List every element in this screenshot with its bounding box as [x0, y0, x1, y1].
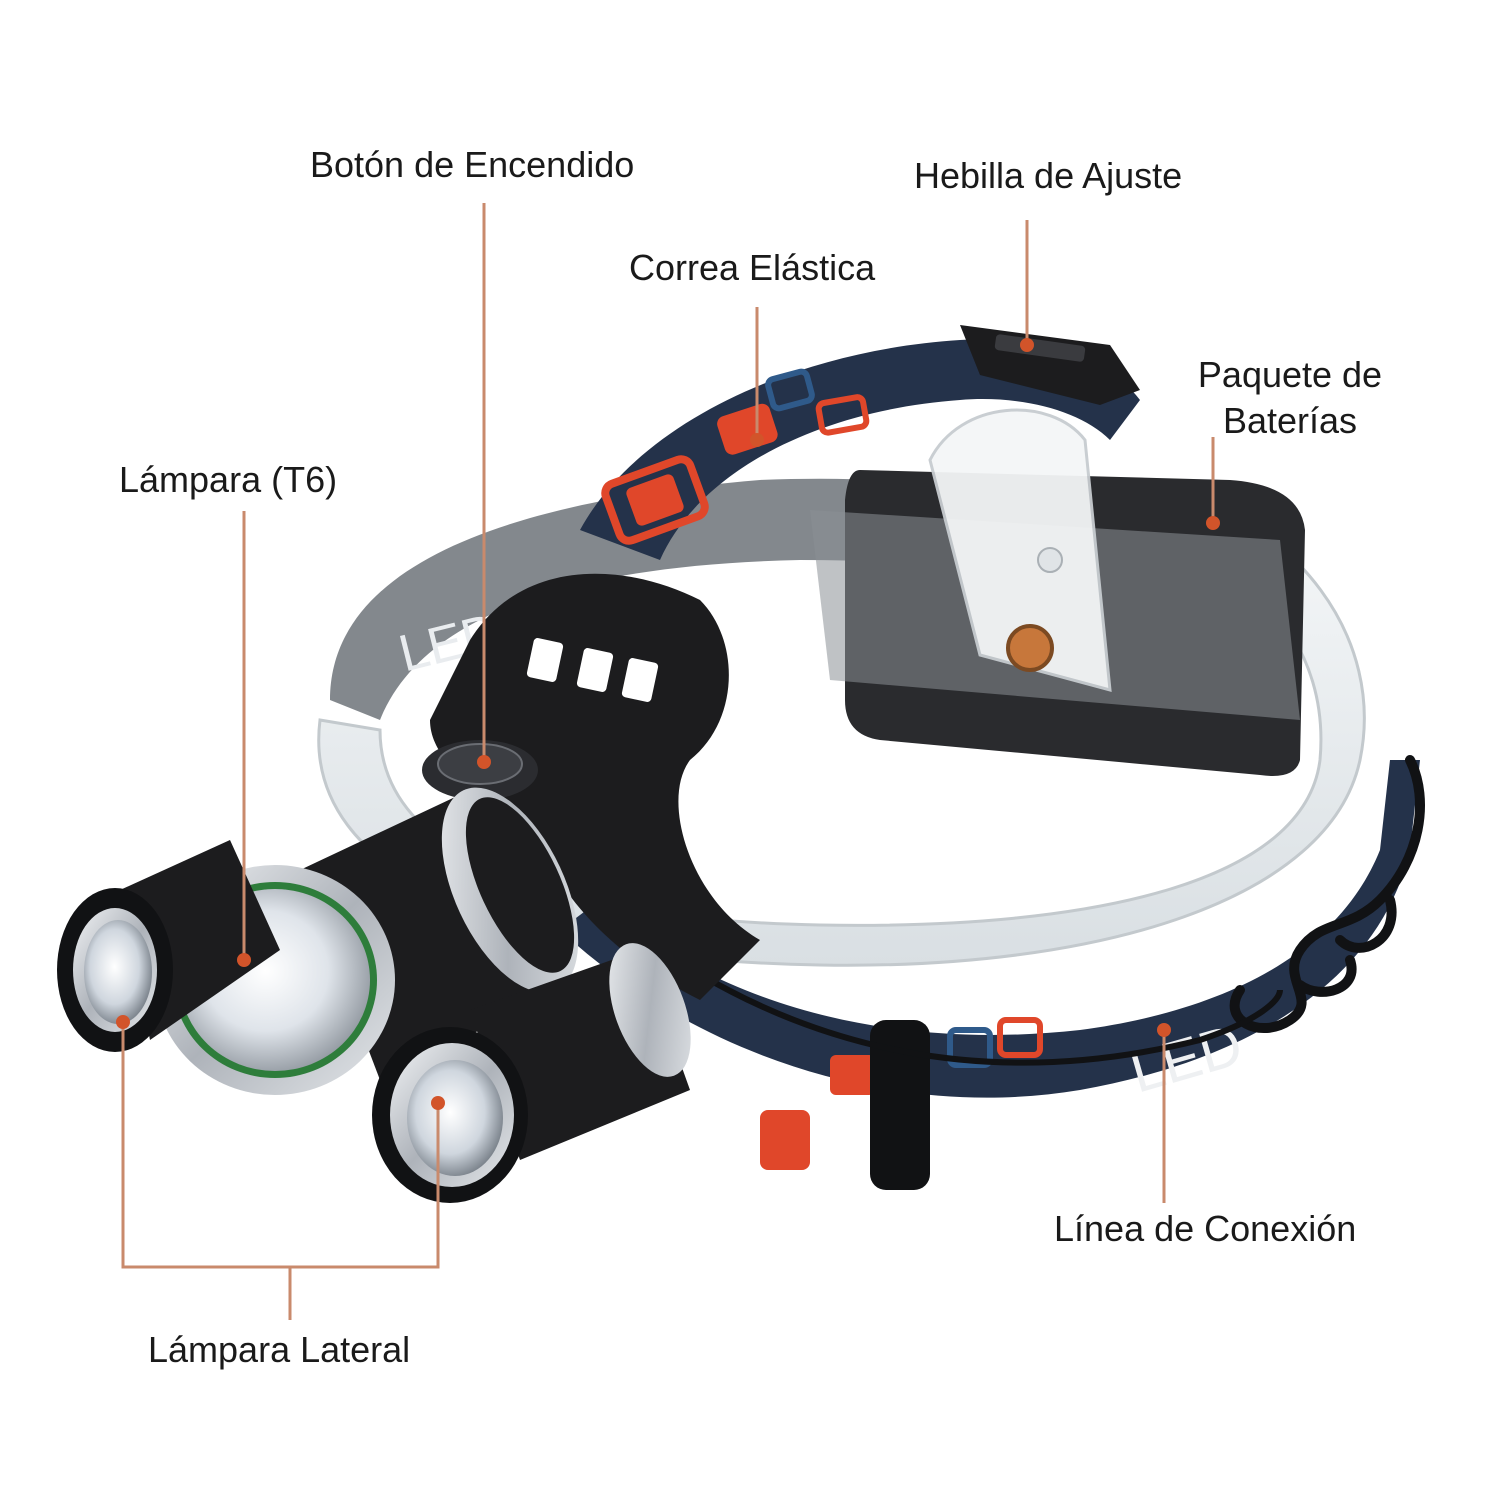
dot-elastic-strap: [750, 433, 764, 447]
strap-pattern-4: [765, 368, 815, 412]
dot-main-lamp: [237, 953, 251, 967]
coiled-cable: [1229, 755, 1425, 1034]
dot-power-button: [477, 755, 491, 769]
strap-pattern-2: [626, 474, 684, 526]
strap-pattern-1: [601, 455, 709, 545]
side-pattern-3: [947, 1027, 993, 1068]
clip-hole: [1037, 547, 1063, 573]
buckle-slot: [994, 334, 1086, 362]
front-housing: [430, 573, 760, 1000]
cable-run: [618, 917, 1283, 1066]
right-side-lamp: [372, 943, 691, 1203]
vent-1: [526, 638, 564, 682]
label-side-lamp: Lámpara Lateral: [148, 1329, 411, 1370]
strap-pattern-5: [815, 394, 870, 436]
label-elastic-strap: Correa Elástica: [629, 247, 876, 288]
side-pattern-4: [997, 1017, 1043, 1058]
strap-loop: [870, 1020, 930, 1190]
headlamp-illustration: LED LED: [57, 325, 1425, 1203]
label-adjust-buckle: Hebilla de Ajuste: [914, 155, 1183, 196]
label-battery-pack-line2: Baterías: [1222, 400, 1358, 441]
dot-connection-line: [1157, 1023, 1171, 1037]
top-strap: [580, 339, 1140, 560]
dot-right-side-lamp: [431, 1096, 445, 1110]
vent-3: [621, 658, 659, 702]
side-pattern-1: [760, 1110, 810, 1170]
leader-side-lamps: [121, 1022, 440, 1269]
label-battery-pack: Paquete de Baterías: [1165, 352, 1415, 444]
left-side-lamp: [57, 840, 280, 1052]
vent-2: [576, 648, 614, 692]
clip-screw: [1006, 624, 1054, 672]
label-battery-pack-line1: Paquete de: [1197, 354, 1383, 395]
callout-dots: [116, 338, 1220, 1110]
label-connection-line: Línea de Conexión: [1054, 1208, 1357, 1249]
dot-adjust-buckle: [1020, 338, 1034, 352]
label-power-button: Botón de Encendido: [310, 144, 635, 185]
side-pattern-2: [830, 1055, 875, 1095]
power-button: [422, 740, 538, 800]
dot-left-side-lamp: [116, 1015, 130, 1029]
label-main-lamp: Lámpara (T6): [119, 459, 338, 500]
battery-clip: [928, 408, 1112, 693]
dot-battery-pack: [1206, 516, 1220, 530]
leader-lines: [121, 203, 1215, 1320]
